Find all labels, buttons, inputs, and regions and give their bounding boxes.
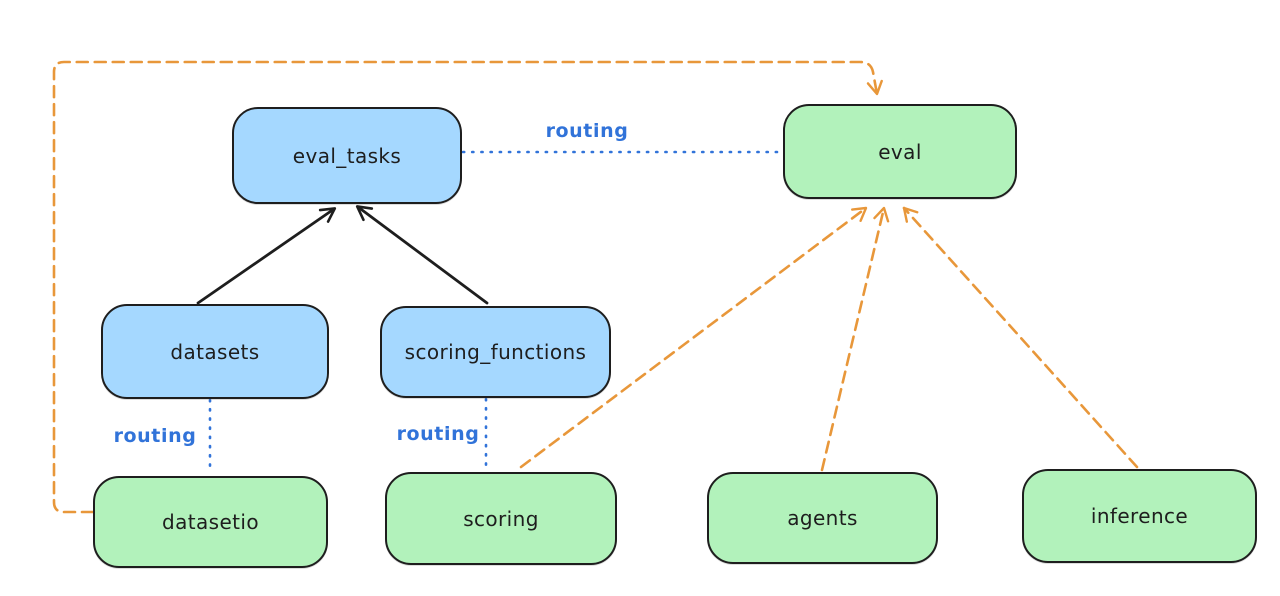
edge-label-routing-left: routing [113,425,197,447]
edge-scoring-to-eval [519,206,868,469]
node-scoring-label: scoring [463,506,539,531]
node-eval-label: eval [878,139,922,164]
node-datasetio-label: datasetio [161,510,259,534]
edge-label-routing-middle: routing [396,423,480,445]
node-eval-tasks: eval_tasks [232,107,462,204]
node-datasetio: datasetio [93,476,328,568]
node-scoring-functions: scoring_functions [380,306,611,398]
node-datasets: datasets [101,304,329,399]
edge-scoring-functions-to-eval-tasks [355,205,489,305]
edge-agents-to-eval [820,206,890,472]
node-agents: agents [707,472,938,564]
edge-datasetio-to-eval [52,60,883,514]
node-inference-label: inference [1090,504,1189,528]
node-scoring-functions-label: scoring_functions [404,340,587,364]
edge-datasets-to-eval-tasks [196,207,337,305]
node-inference: inference [1022,469,1257,563]
node-agents-label: agents [787,506,858,530]
node-eval: eval [783,104,1017,199]
node-eval-tasks-label: eval_tasks [292,143,402,168]
node-scoring: scoring [385,472,617,565]
node-datasets-label: datasets [170,339,260,364]
edge-label-routing-top: routing [545,120,629,142]
edge-inference-to-eval [902,206,1139,469]
